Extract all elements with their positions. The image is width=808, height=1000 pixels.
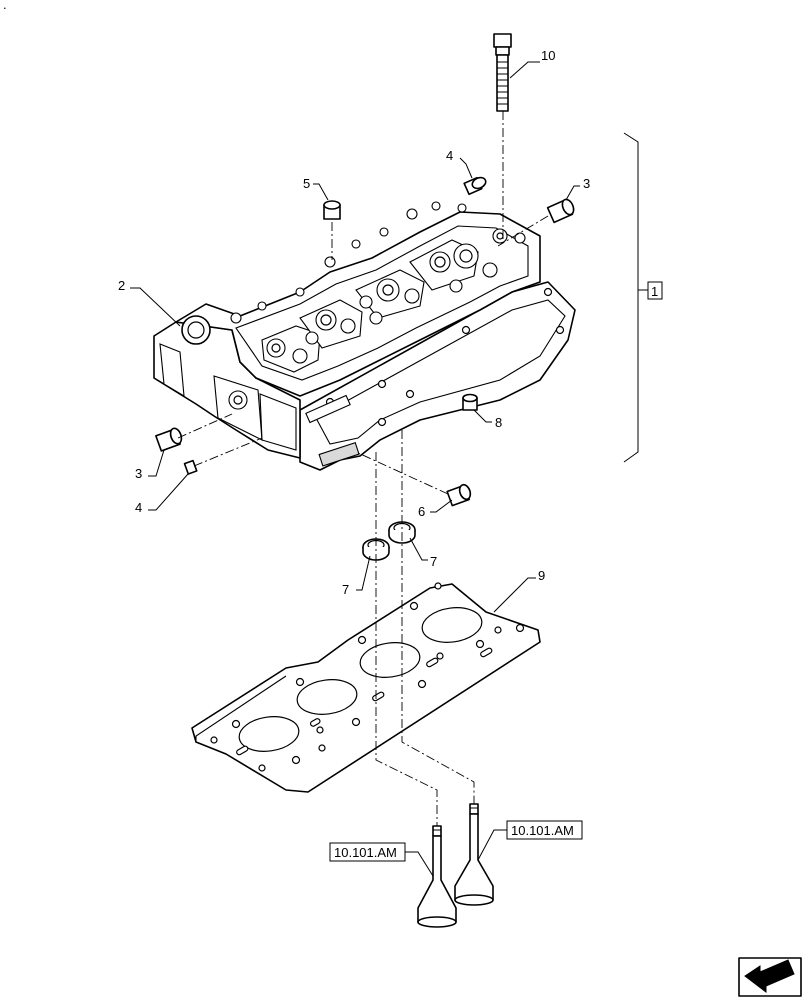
plug-part-top-right[interactable] <box>546 198 576 224</box>
arrow-navigation-icon[interactable] <box>738 957 802 997</box>
leader-4-top <box>459 157 473 179</box>
reference-label-right: 10.101.AM <box>511 823 574 838</box>
leader-10 <box>509 61 540 79</box>
callout-1-box <box>647 281 663 300</box>
callout-7-right: 7 <box>430 554 437 569</box>
leader-8 <box>473 409 492 423</box>
leader-ref-right <box>477 829 507 861</box>
leader-5 <box>313 183 329 201</box>
leader-ref-left <box>405 851 434 877</box>
assembly-bracket <box>623 132 639 463</box>
reference-link-right[interactable]: 10.101.AM <box>506 820 583 840</box>
callout-6: 6 <box>418 504 425 519</box>
centerline-plug-3-bottom <box>177 413 233 439</box>
cylinder-head-part[interactable] <box>153 201 576 471</box>
centerline-dowel-4 <box>193 437 263 467</box>
corner-mark: . <box>3 0 7 12</box>
leader-2 <box>130 287 181 327</box>
callout-8: 8 <box>495 415 502 430</box>
callout-5: 5 <box>303 176 310 191</box>
leader-6 <box>430 499 453 513</box>
callout-4-bottom: 4 <box>135 500 142 515</box>
bolt-part[interactable] <box>493 33 512 112</box>
plug-part-6[interactable] <box>446 483 472 507</box>
callout-1: 1 <box>651 284 658 299</box>
valve-part-right[interactable] <box>454 803 494 906</box>
leader-7-right <box>409 537 428 561</box>
plug-part-bottom-left[interactable] <box>155 427 184 452</box>
reference-link-left[interactable]: 10.101.AM <box>329 842 406 862</box>
plug-part-8[interactable] <box>462 393 478 411</box>
centerline-valve-right <box>401 430 475 804</box>
leader-7-left <box>356 555 371 591</box>
dowel-part-top[interactable] <box>463 176 487 196</box>
callout-4-top: 4 <box>446 148 453 163</box>
callout-3-top: 3 <box>583 176 590 191</box>
leader-9 <box>493 577 536 613</box>
callout-3-bottom: 3 <box>135 466 142 481</box>
leader-4-bottom <box>148 473 189 511</box>
leader-3-bottom <box>148 449 165 477</box>
leader-3-top <box>565 185 580 201</box>
dowel-part-bottom-left[interactable] <box>183 459 198 475</box>
valve-part-left[interactable] <box>417 825 457 928</box>
callout-2: 2 <box>118 278 125 293</box>
centerline-valve-left <box>375 452 438 826</box>
callout-10: 10 <box>541 48 555 63</box>
centerline-plug-3-top <box>497 215 549 247</box>
head-gasket-part[interactable] <box>191 582 541 793</box>
reference-label-left: 10.101.AM <box>334 845 397 860</box>
callout-7-left: 7 <box>342 582 349 597</box>
plug-part-5[interactable] <box>323 200 341 220</box>
callout-9: 9 <box>538 568 545 583</box>
